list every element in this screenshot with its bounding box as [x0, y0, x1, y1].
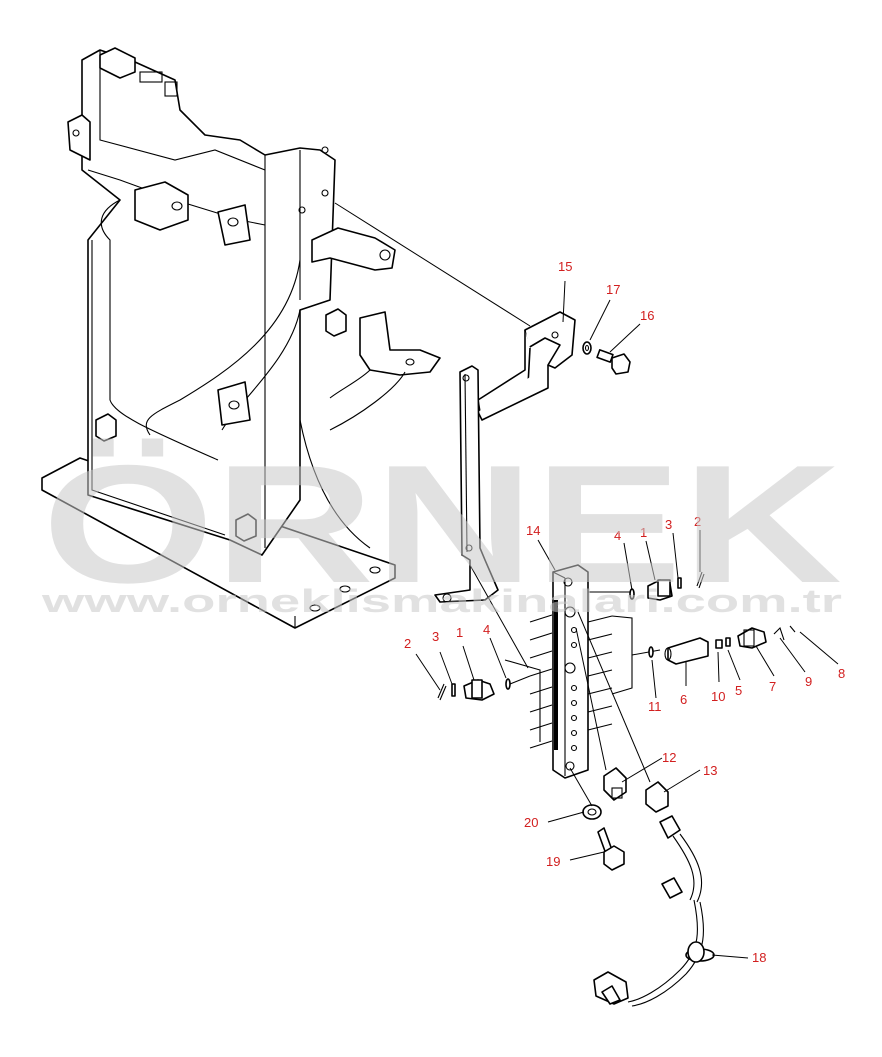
callout-5: 5	[735, 683, 742, 698]
callout-labels: 15 17 16 14 4 1 3 2 2 3 1 4 8 9 7 5 10 6…	[404, 259, 845, 965]
callout-3-upper: 3	[665, 517, 672, 532]
callout-17: 17	[606, 282, 620, 297]
watermark-url: www.orneklismakinalari.com.tr	[40, 583, 842, 619]
terminal-block-14	[469, 564, 633, 779]
support-strap	[434, 365, 499, 603]
callout-10: 10	[711, 689, 725, 704]
sensor-12	[575, 627, 627, 801]
bolt-19	[597, 827, 625, 871]
callout-12: 12	[662, 750, 676, 765]
callout-6: 6	[680, 692, 687, 707]
callout-7: 7	[769, 679, 776, 694]
callout-4-upper: 4	[614, 528, 621, 543]
callout-2-upper: 2	[694, 514, 701, 529]
bolt-16	[596, 349, 631, 375]
washer-20	[569, 767, 602, 820]
fitting-group-left	[437, 675, 531, 701]
callout-19: 19	[546, 854, 560, 869]
callout-16: 16	[640, 308, 654, 323]
callout-18: 18	[752, 950, 766, 965]
callout-13: 13	[703, 763, 717, 778]
callout-9: 9	[805, 674, 812, 689]
washer-17	[582, 341, 592, 355]
callout-leaders	[415, 280, 839, 959]
callout-3-left: 3	[432, 629, 439, 644]
sensor-13	[577, 611, 669, 813]
callout-4-left: 4	[483, 622, 490, 637]
callout-8: 8	[838, 666, 845, 681]
callout-20: 20	[524, 815, 538, 830]
callout-14: 14	[526, 523, 540, 538]
fitting-group-upper	[588, 571, 705, 601]
frame-assembly	[41, 47, 441, 629]
callout-2-left: 2	[404, 636, 411, 651]
callout-15: 15	[558, 259, 572, 274]
watermark-brand: ÖRNEK	[42, 430, 842, 618]
wire-harness-18	[593, 815, 715, 1007]
callout-1-upper: 1	[640, 525, 647, 540]
bracket-15	[334, 202, 576, 421]
fitting-group-right	[631, 625, 796, 665]
watermark: ÖRNEK www.orneklismakinalari.com.tr	[40, 430, 842, 619]
callout-1-left: 1	[456, 625, 463, 640]
callout-11: 11	[648, 699, 662, 714]
